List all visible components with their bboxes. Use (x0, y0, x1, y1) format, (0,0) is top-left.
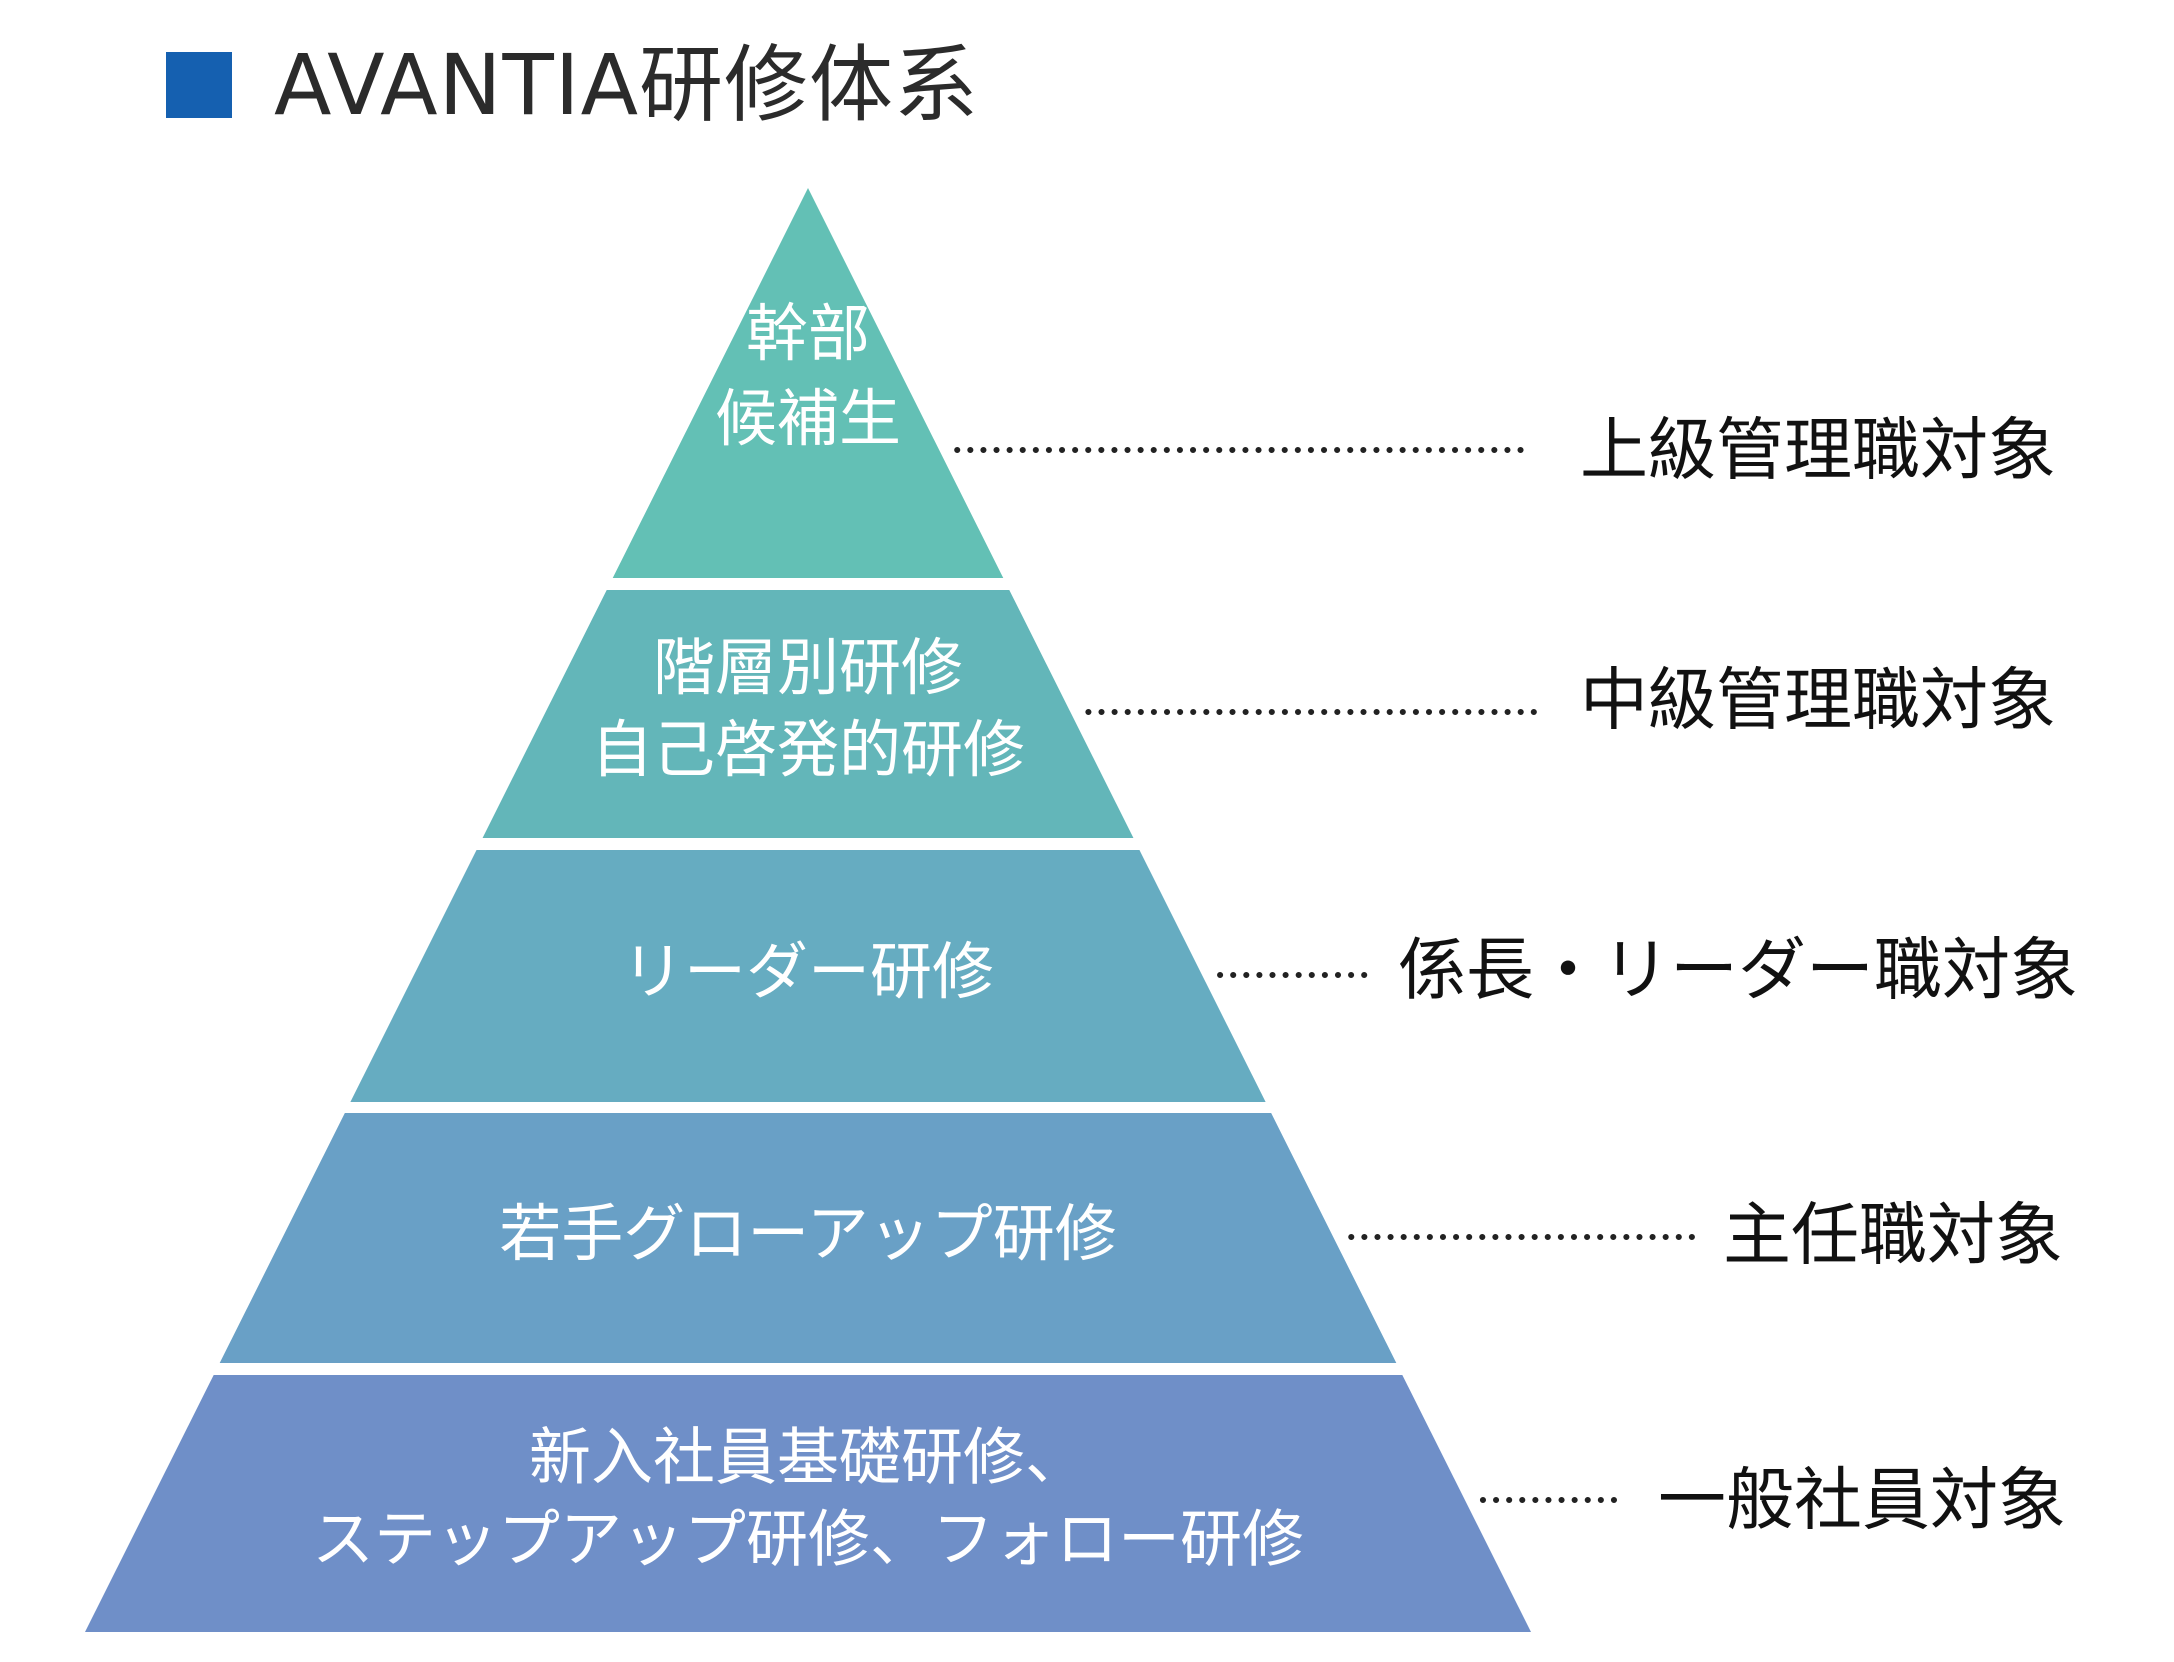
tier-band (612, 188, 1004, 578)
tier-band (482, 590, 1134, 838)
pyramid-tier-5: 新入社員基礎研修、ステップアップ研修、フォロー研修 一般社員対象 (85, 1375, 2066, 1632)
pyramid-tier-3: リーダー研修 係長・リーダー職対象 (350, 850, 2078, 1102)
title-square-icon (166, 52, 232, 118)
tier-band (219, 1113, 1397, 1363)
tier-label-line: 候補生 (715, 382, 901, 455)
pyramid-tier-4: 若手グローアップ研修 主任職対象 (219, 1113, 2063, 1363)
title-text: AVANTIA研修体系 (274, 36, 980, 134)
tier-label-line: 幹部 (746, 297, 870, 370)
tier-label-line: リーダー研修 (622, 935, 994, 1008)
target-label: 主任職対象 (1723, 1197, 2063, 1276)
target-label: 係長・リーダー職対象 (1398, 932, 2078, 1011)
tier-label-line: 自己啓発的研修 (591, 713, 1025, 786)
diagram-title: AVANTIA研修体系 (166, 30, 979, 140)
tier-label-line: 若手グローアップ研修 (499, 1197, 1117, 1270)
tier-label-line: 階層別研修 (653, 631, 963, 704)
target-label: 一般社員対象 (1658, 1462, 2066, 1541)
tier-band (85, 1375, 1531, 1632)
target-label: 上級管理職対象 (1580, 412, 2056, 491)
tier-band (350, 850, 1266, 1102)
tier-label-line: ステップアップ研修、フォロー研修 (312, 1503, 1304, 1576)
target-label: 中級管理職対象 (1580, 662, 2056, 741)
tier-label-line: 新入社員基礎研修、 (529, 1421, 1087, 1494)
